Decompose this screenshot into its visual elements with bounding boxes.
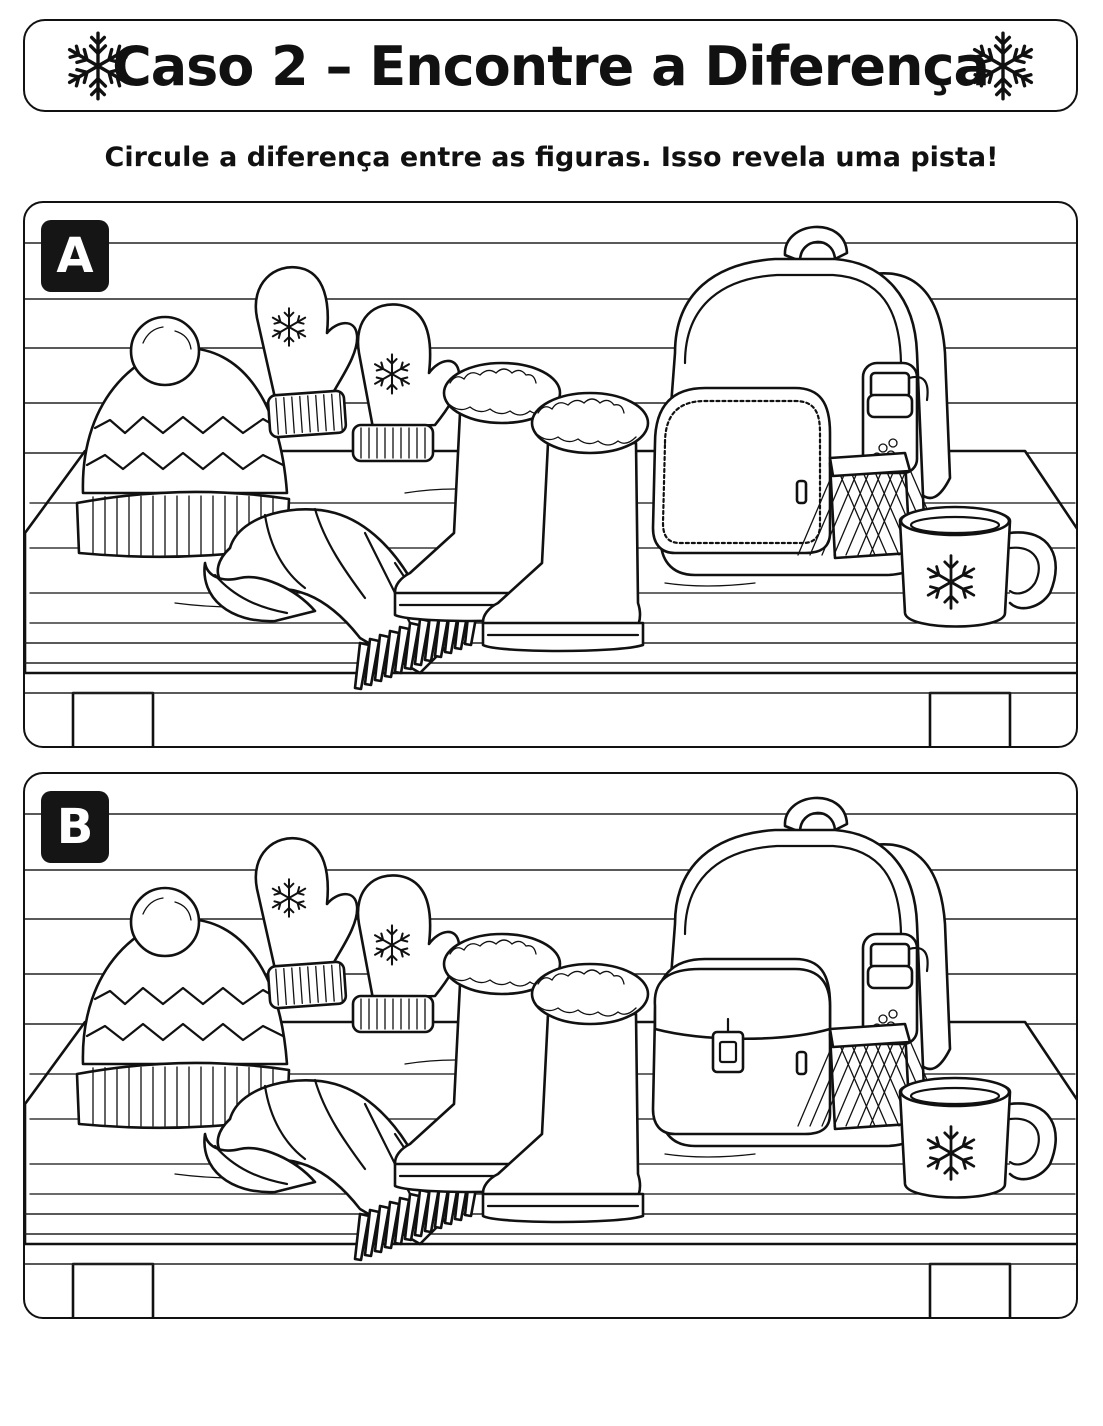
mug-icon — [898, 1076, 1057, 1199]
panel-label-b: B — [41, 791, 109, 863]
page-title: Caso 2 – Encontre a Diferença — [112, 35, 990, 98]
scarf-icon — [203, 1078, 481, 1262]
snowflake-icon — [966, 29, 1040, 103]
backpack-icon — [651, 225, 952, 577]
title-box: Caso 2 – Encontre a Diferença — [23, 19, 1078, 112]
panel-label-a: A — [41, 220, 109, 292]
scene-b — [25, 796, 1076, 1317]
panel-b[interactable]: B — [23, 772, 1078, 1319]
mug-icon — [898, 505, 1057, 628]
boots-icon — [393, 361, 650, 653]
water-bottle-icon — [861, 361, 929, 475]
instructions-text: Circule a diferença entre as figuras. Is… — [104, 142, 999, 173]
panel-a[interactable]: A — [23, 201, 1078, 748]
pocket-buckle-icon — [711, 1030, 745, 1074]
scene-a — [25, 225, 1076, 746]
water-bottle-icon — [861, 932, 929, 1046]
mittens-icon — [254, 836, 461, 1034]
mittens-icon — [254, 265, 461, 463]
backpack-icon — [651, 796, 952, 1148]
boots-icon — [393, 932, 650, 1224]
